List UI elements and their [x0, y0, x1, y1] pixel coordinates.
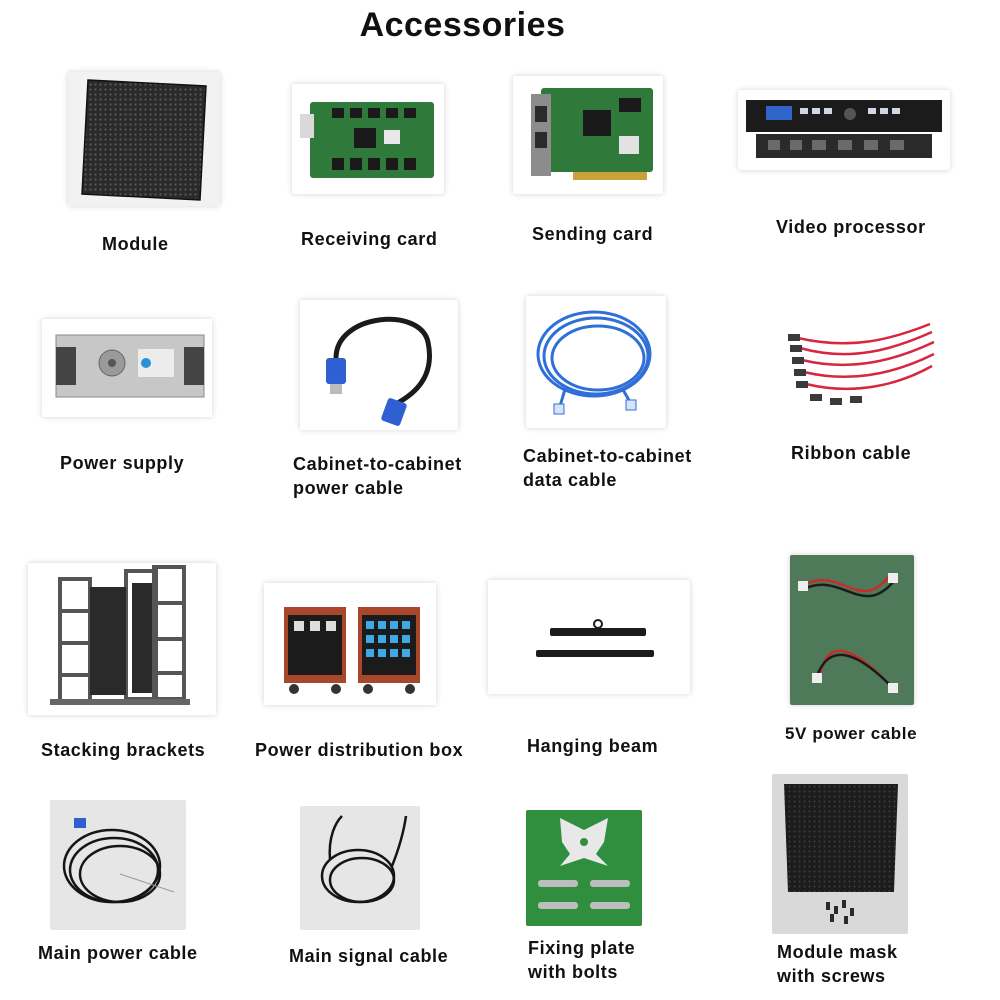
caption-cabinet-power-cable: Cabinet-to-cabinet power cable [293, 454, 462, 498]
caption-module: Module [102, 234, 169, 254]
power-distribution-box-photo [264, 583, 436, 705]
caption-power-distribution-box: Power distribution box [255, 740, 464, 760]
caption-cabinet-data-cable: Cabinet-to-cabinet data cable [523, 446, 692, 490]
caption-hanging-beam: Hanging beam [527, 736, 659, 756]
caption-stacking-brackets: Stacking brackets [41, 740, 206, 760]
caption-5v-power-cable: 5V power cable [785, 724, 918, 743]
ribbon-cable-photo [780, 310, 940, 410]
power-supply-photo [42, 319, 212, 417]
caption-power-supply: Power supply [60, 453, 185, 473]
sending-card-photo [513, 76, 663, 194]
5v-power-cable-photo [790, 555, 914, 705]
hanging-beam-photo [488, 580, 690, 694]
stacking-brackets-photo [28, 563, 216, 715]
main-power-cable-photo [50, 800, 186, 930]
page-title: Accessories [359, 6, 566, 44]
caption-video-processor: Video processor [776, 217, 926, 237]
caption-main-power-cable: Main power cable [38, 943, 198, 963]
module-photo [68, 72, 220, 206]
fixing-plate-photo [526, 810, 642, 926]
caption-main-signal-cable: Main signal cable [289, 946, 449, 966]
caption-fixing-plate: Fixing plate with bolts [528, 938, 636, 982]
caption-module-mask: Module mask with screws [777, 942, 898, 986]
module-mask-photo [772, 774, 908, 934]
caption-ribbon-cable: Ribbon cable [791, 443, 912, 463]
caption-receiving-card: Receiving card [301, 229, 438, 249]
cabinet-power-cable-photo [300, 300, 458, 430]
receiving-card-photo [292, 84, 444, 194]
cabinet-data-cable-photo [526, 296, 666, 428]
main-signal-cable-photo [300, 806, 420, 930]
caption-sending-card: Sending card [532, 224, 654, 244]
video-processor-photo [738, 90, 950, 170]
